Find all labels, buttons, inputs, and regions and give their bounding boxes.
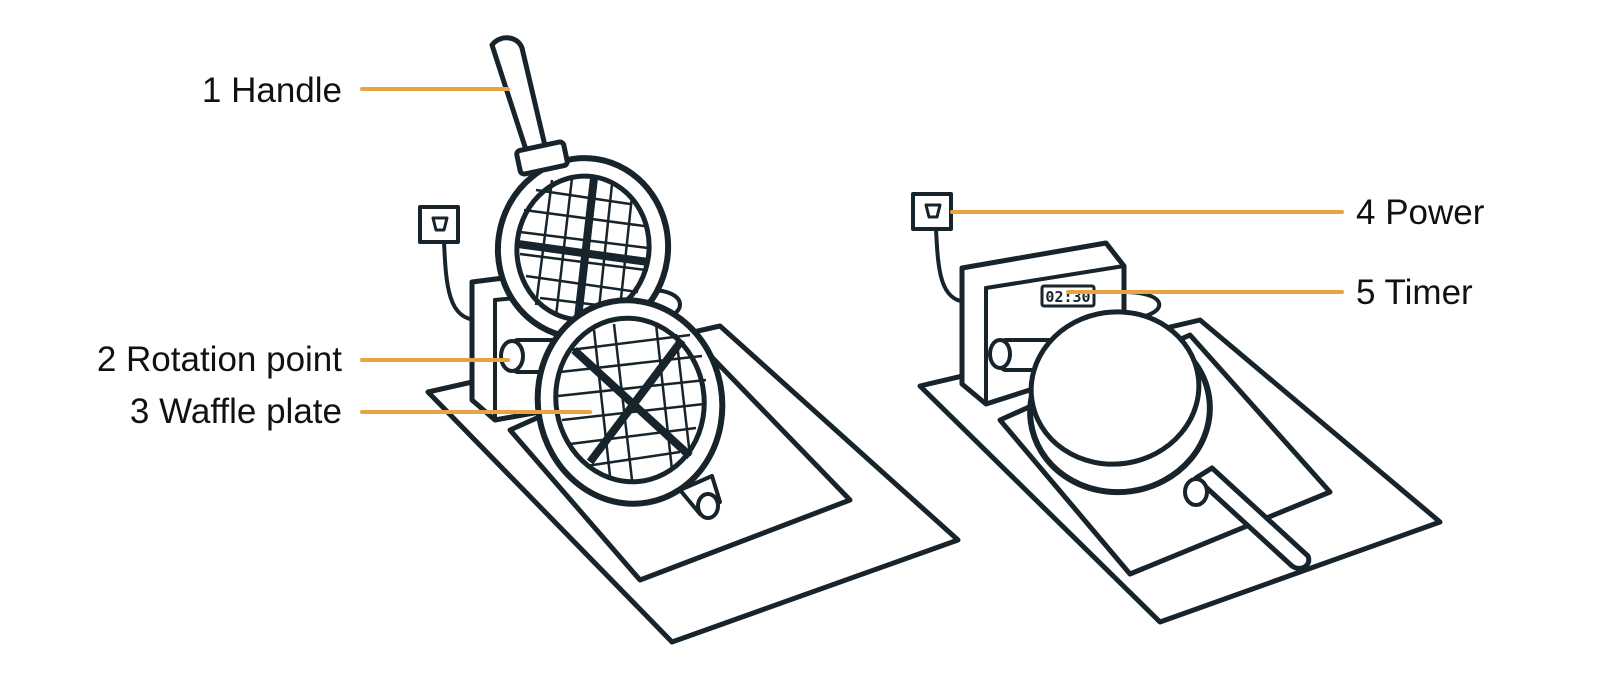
handle [492,38,568,175]
power-socket-icon [420,207,478,320]
timer-display: 02:30 [1042,286,1094,306]
label-handle: 1 Handle [202,71,342,110]
label-power: 4 Power [1356,193,1485,232]
label-rotation-point: 2 Rotation point [97,340,342,379]
waffle-maker-open-icon [420,38,958,642]
label-waffle-plate: 3 Waffle plate [130,392,342,431]
label-timer: 5 Timer [1356,273,1473,312]
waffle-maker-closed-icon: 02:30 [913,194,1440,622]
callout-labels: 1 Handle 2 Rotation point 3 Waffle plate… [97,71,1485,431]
